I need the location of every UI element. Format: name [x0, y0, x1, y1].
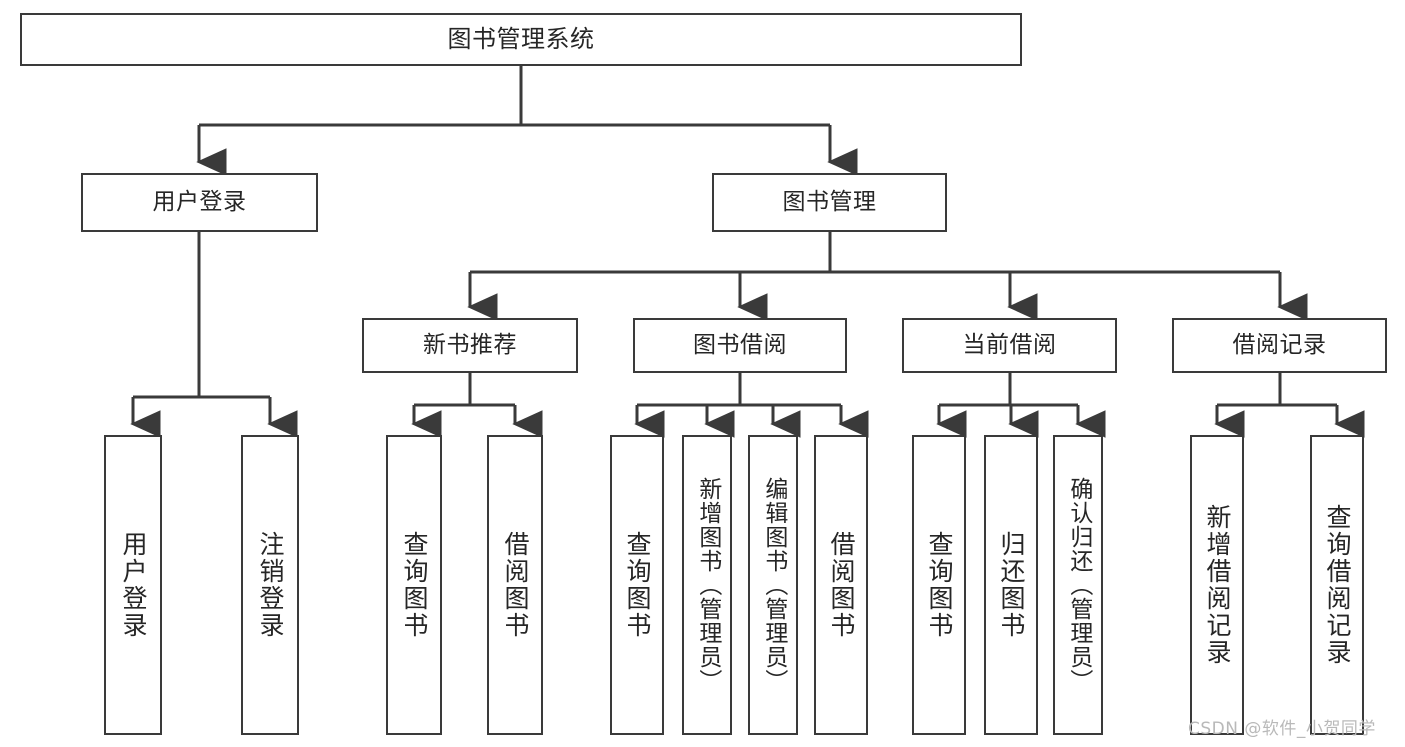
node-current-borrow[interactable]: 当前借阅	[902, 318, 1117, 373]
node-root[interactable]: 图书管理系统	[20, 13, 1022, 66]
node-new-book-recommend[interactable]: 新书推荐	[362, 318, 578, 373]
node-borrow-record[interactable]: 借阅记录	[1172, 318, 1387, 373]
node-leaf-add-borrow-record-label: 新增借阅记录	[1203, 504, 1232, 666]
node-leaf-borrow-book-2[interactable]: 借阅图书	[814, 435, 868, 735]
node-leaf-query-book-3-label: 查询图书	[925, 531, 954, 639]
node-leaf-borrow-book-2-label: 借阅图书	[827, 531, 856, 639]
node-leaf-logout-login[interactable]: 注销登录	[241, 435, 299, 735]
node-leaf-edit-book-admin[interactable]: 编辑图书（管理员）	[748, 435, 798, 735]
node-leaf-return-book[interactable]: 归还图书	[984, 435, 1038, 735]
node-leaf-add-book-admin-label: 新增图书（管理员）	[694, 477, 721, 693]
node-borrow-record-label: 借阅记录	[1232, 332, 1327, 359]
node-leaf-query-borrow-record-label: 查询借阅记录	[1323, 504, 1352, 666]
node-leaf-confirm-return-admin-label: 确认归还（管理员）	[1065, 477, 1092, 693]
node-leaf-user-login-label: 用户登录	[119, 531, 148, 639]
node-book-borrow[interactable]: 图书借阅	[633, 318, 847, 373]
node-leaf-query-book-3[interactable]: 查询图书	[912, 435, 966, 735]
node-leaf-borrow-book-1-label: 借阅图书	[501, 531, 530, 639]
watermark-text: CSDN @软件_小贺同学	[1188, 719, 1376, 739]
node-leaf-query-book-2[interactable]: 查询图书	[610, 435, 664, 735]
node-leaf-borrow-book-1[interactable]: 借阅图书	[487, 435, 543, 735]
node-leaf-edit-book-admin-label: 编辑图书（管理员）	[760, 477, 787, 693]
node-current-borrow-label: 当前借阅	[962, 332, 1057, 359]
node-leaf-logout-login-label: 注销登录	[256, 531, 285, 639]
node-leaf-query-book-2-label: 查询图书	[623, 531, 652, 639]
node-leaf-add-borrow-record[interactable]: 新增借阅记录	[1190, 435, 1244, 735]
node-leaf-return-book-label: 归还图书	[997, 531, 1026, 639]
node-leaf-query-borrow-record[interactable]: 查询借阅记录	[1310, 435, 1364, 735]
node-leaf-query-book-1-label: 查询图书	[400, 531, 429, 639]
node-user-login-label: 用户登录	[152, 189, 247, 216]
node-leaf-confirm-return-admin[interactable]: 确认归还（管理员）	[1053, 435, 1103, 735]
node-book-manage[interactable]: 图书管理	[712, 173, 947, 232]
node-leaf-query-book-1[interactable]: 查询图书	[386, 435, 442, 735]
node-leaf-user-login[interactable]: 用户登录	[104, 435, 162, 735]
node-user-login[interactable]: 用户登录	[81, 173, 318, 232]
node-new-book-recommend-label: 新书推荐	[423, 332, 517, 359]
node-book-manage-label: 图书管理	[782, 189, 877, 216]
node-root-label: 图书管理系统	[447, 24, 595, 53]
node-book-borrow-label: 图书借阅	[693, 332, 787, 359]
node-leaf-add-book-admin[interactable]: 新增图书（管理员）	[682, 435, 732, 735]
